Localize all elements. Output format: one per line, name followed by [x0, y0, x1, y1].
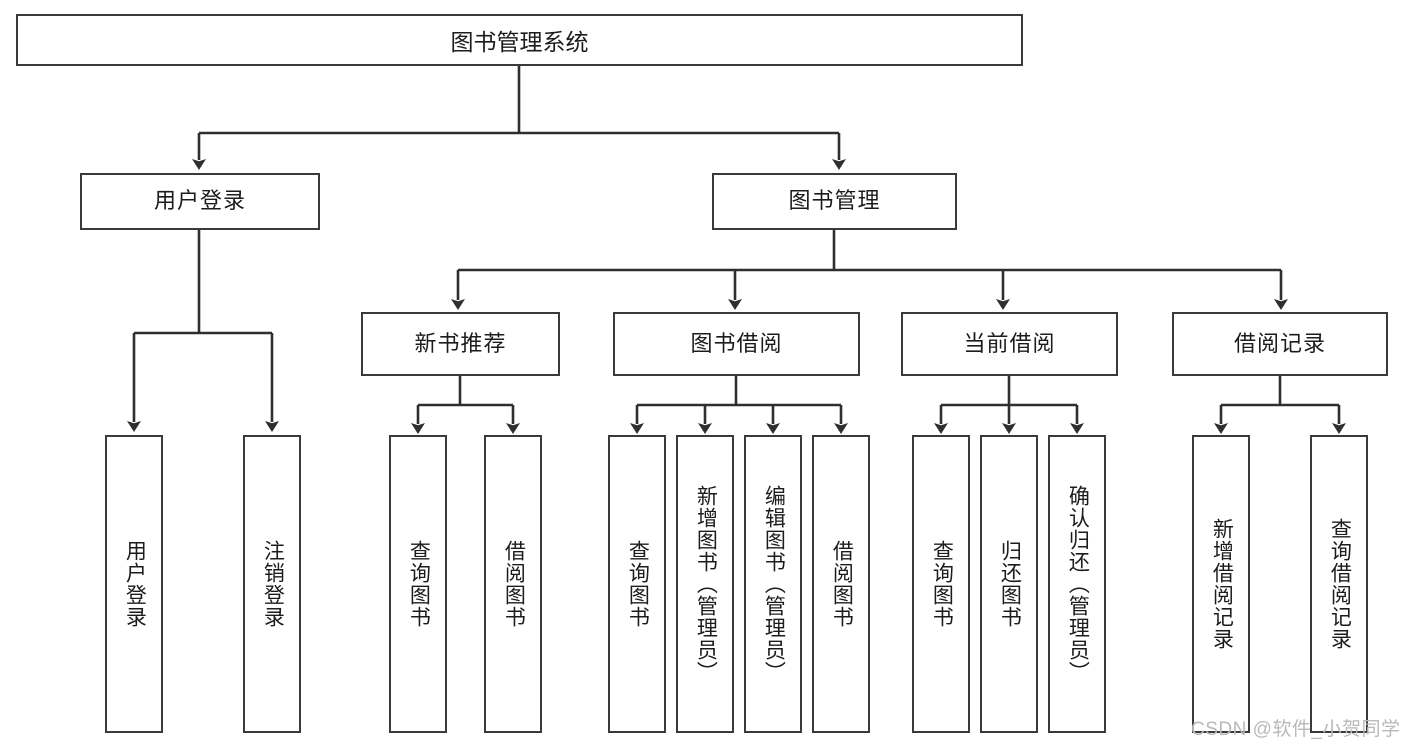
- node-book-management[interactable]: 图书管理: [712, 173, 957, 230]
- node-label: 借阅记录: [1233, 330, 1326, 356]
- node-label: 新书推荐: [414, 330, 507, 356]
- node-label: 借阅图书: [830, 540, 854, 628]
- node-label: 新增图书（管理员）: [694, 485, 718, 683]
- node-label: 当前借阅: [963, 330, 1056, 356]
- node-new-book-recommend[interactable]: 新书推荐: [361, 312, 560, 376]
- node-label: 确认归还（管理员）: [1066, 485, 1090, 683]
- node-label: 用户登录: [123, 540, 147, 628]
- node-label: 查询图书: [930, 540, 954, 628]
- node-book-borrow[interactable]: 图书借阅: [613, 312, 860, 376]
- leaf-borrow-books-new[interactable]: 借阅图书: [484, 435, 542, 733]
- node-label: 用户登录: [153, 188, 246, 214]
- leaf-return-books[interactable]: 归还图书: [980, 435, 1038, 733]
- leaf-user-logout[interactable]: 注销登录: [243, 435, 301, 733]
- leaf-edit-book-admin[interactable]: 编辑图书（管理员）: [744, 435, 802, 733]
- leaf-confirm-return-admin[interactable]: 确认归还（管理员）: [1048, 435, 1106, 733]
- node-label: 查询借阅记录: [1328, 518, 1352, 650]
- node-root-library-system[interactable]: 图书管理系统: [16, 14, 1023, 66]
- node-label: 编辑图书（管理员）: [762, 485, 786, 683]
- node-user-login[interactable]: 用户登录: [80, 173, 320, 230]
- leaf-add-borrow-record[interactable]: 新增借阅记录: [1192, 435, 1250, 733]
- node-label: 归还图书: [998, 540, 1022, 628]
- leaf-user-login[interactable]: 用户登录: [105, 435, 163, 733]
- node-label: 图书管理: [788, 188, 881, 214]
- node-label: 图书借阅: [690, 330, 783, 356]
- node-label: 借阅图书: [502, 540, 526, 628]
- leaf-query-books-new[interactable]: 查询图书: [389, 435, 447, 733]
- node-label: 图书管理系统: [450, 29, 589, 55]
- node-label: 查询图书: [407, 540, 431, 628]
- leaf-query-books-current[interactable]: 查询图书: [912, 435, 970, 733]
- node-current-borrow[interactable]: 当前借阅: [901, 312, 1118, 376]
- watermark: CSDN @软件_小贺同学: [1191, 719, 1401, 740]
- node-label: 新增借阅记录: [1210, 518, 1234, 650]
- leaf-add-book-admin[interactable]: 新增图书（管理员）: [676, 435, 734, 733]
- node-label: 注销登录: [261, 540, 285, 628]
- node-borrow-records[interactable]: 借阅记录: [1172, 312, 1388, 376]
- leaf-query-books-borrow[interactable]: 查询图书: [608, 435, 666, 733]
- leaf-query-borrow-record[interactable]: 查询借阅记录: [1310, 435, 1368, 733]
- node-label: 查询图书: [626, 540, 650, 628]
- leaf-borrow-books[interactable]: 借阅图书: [812, 435, 870, 733]
